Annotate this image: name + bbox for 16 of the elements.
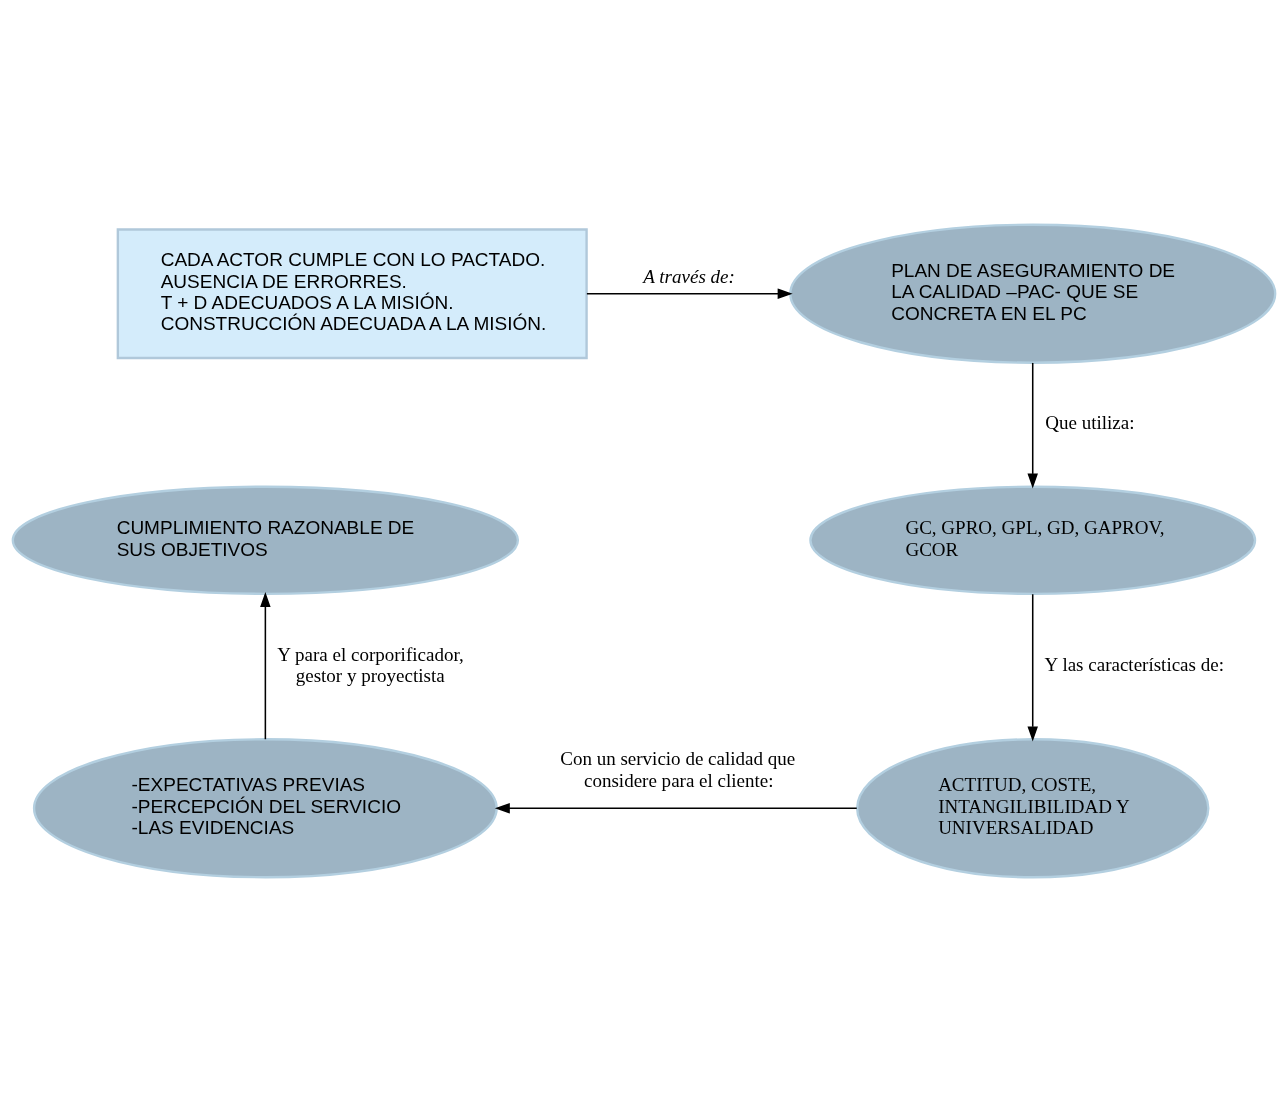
edge-label: Que utiliza: — [1045, 412, 1135, 434]
edge-label: A través de: — [643, 265, 735, 287]
node-ellipse: PLAN DE ASEGURAMIENTO DE LA CALIDAD –PAC- QUE SE CONCRETA EN EL PC — [789, 223, 1277, 364]
edge-label: Y para el corporificador, gestor y proyectista — [277, 643, 464, 686]
arrow — [1027, 362, 1038, 489]
node-box: CADA ACTOR CUMPLE CON LO PACTADO. AUSENCIA DE ERRORRES. T + D ADECUADOS A LA MISIÓN. CONSTRUCCIÓN ADECUADA A LA MISIÓN. — [116, 228, 588, 360]
edge-label: Con un servicio de calidad que considere para el cliente: — [560, 748, 796, 791]
edge-label: Y las características de: — [1044, 654, 1224, 676]
arrow — [494, 803, 858, 814]
arrow — [586, 288, 793, 299]
node-ellipse: CUMPLIMIENTO RAZONABLE DE SUS OBJETIVOS — [11, 485, 520, 596]
node-ellipse: GC, GPRO, GPL, GD, GAPROV, GCOR — [809, 485, 1257, 596]
node-ellipse: ACTITUD, COSTE, INTANGILIBILIDAD Y UNIVERSALIDAD — [855, 738, 1210, 879]
node-ellipse: -EXPECTATIVAS PREVIAS -PERCEPCIÓN DEL SERVICIO -LAS EVIDENCIAS — [32, 738, 498, 879]
arrow — [1027, 593, 1038, 742]
arrow — [260, 591, 271, 740]
